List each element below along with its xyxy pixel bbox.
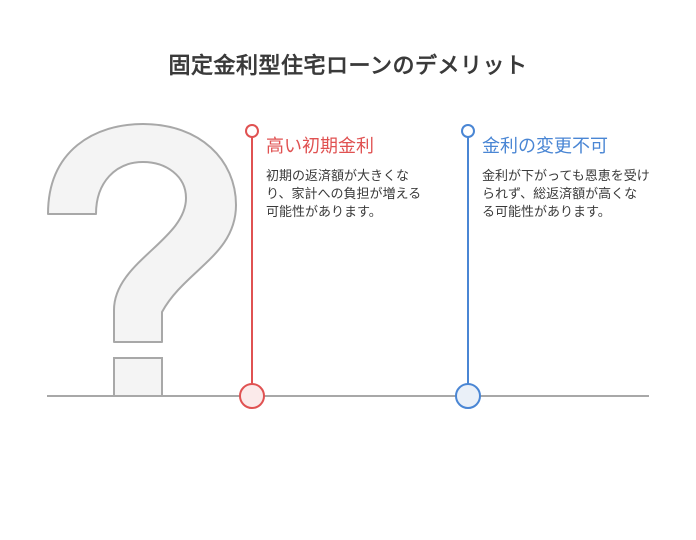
milestone-top-dot	[245, 124, 259, 138]
milestone-rate-not-changeable	[455, 124, 481, 409]
item-title-rate-not-changeable: 金利の変更不可	[482, 136, 608, 157]
milestone-base-circle	[455, 383, 481, 409]
milestone-top-dot	[461, 124, 475, 138]
milestone-base-circle	[239, 383, 265, 409]
item-description-high-initial-rate: 初期の返済額が大きくなり、家計への負担が増える可能性があります。	[266, 169, 422, 220]
item-description-rate-not-changeable: 金利が下がっても恩恵を受けられず、総返済額が高くなる可能性があります。	[482, 169, 650, 220]
diagram-title: 固定金利型住宅ローンのデメリット	[168, 54, 528, 79]
item-title-high-initial-rate: 高い初期金利	[266, 136, 374, 157]
question-mark-icon	[47, 123, 237, 397]
milestone-high-initial-rate	[239, 124, 265, 409]
